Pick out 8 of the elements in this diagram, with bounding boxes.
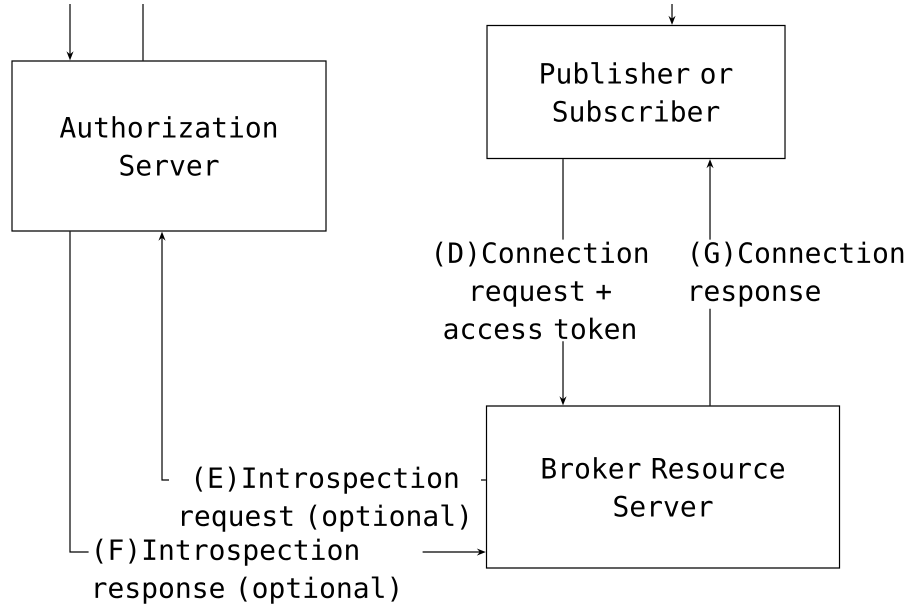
edge-label: (G)Connection response bbox=[684, 240, 909, 309]
line bbox=[142, 4, 144, 60]
edge-label: (E)Introspection request (optional) bbox=[169, 464, 481, 534]
edge-label: (F)Introspection response (optional) bbox=[88, 536, 423, 606]
server-box: Authorization Server bbox=[11, 60, 327, 232]
client-box: Publisher or Subscriber bbox=[486, 24, 786, 160]
server-box: Broker Resource Server bbox=[486, 405, 840, 569]
edge-label: (D)Connection request + access token bbox=[422, 240, 658, 342]
